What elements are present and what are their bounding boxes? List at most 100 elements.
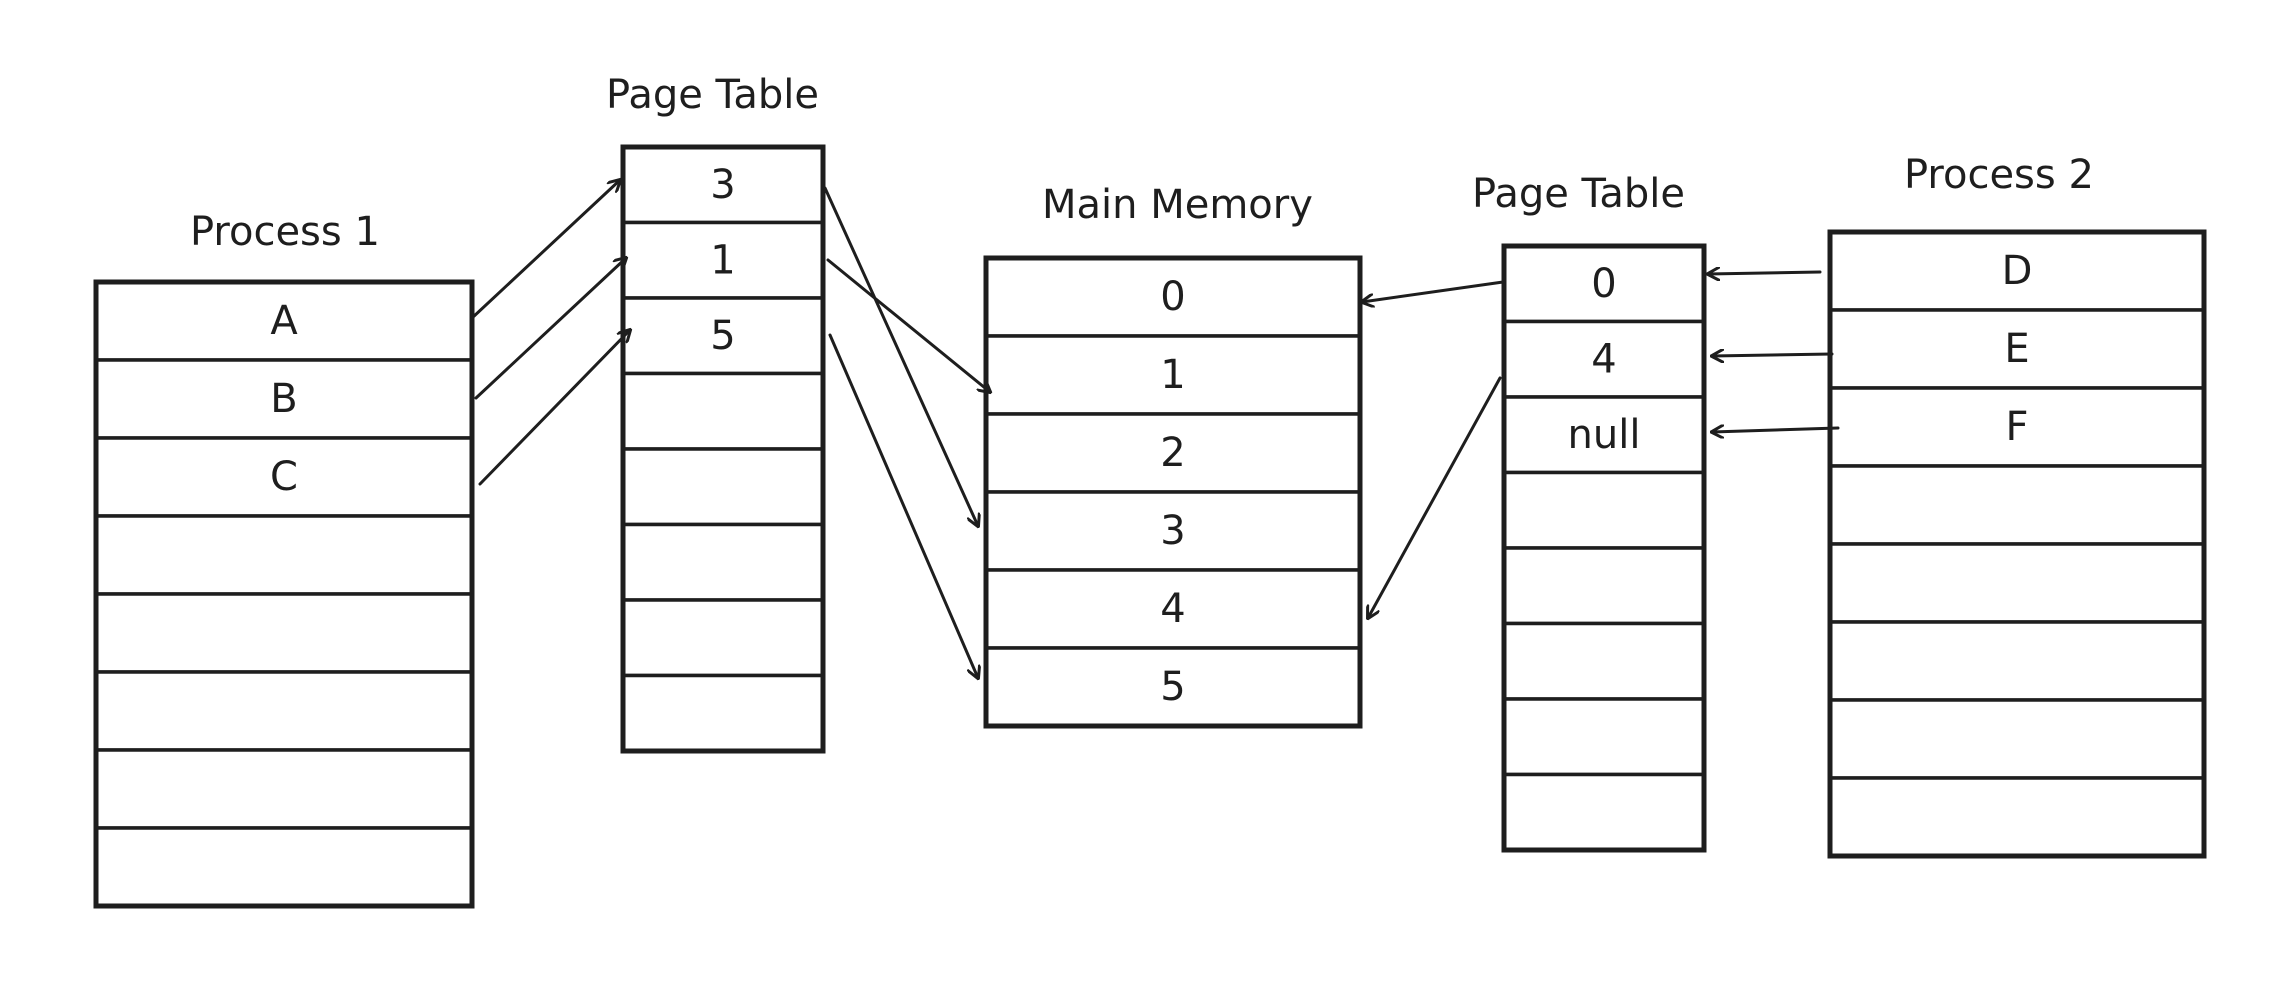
page-table1-cell-2: 5: [621, 296, 825, 376]
process2-cell-label: E: [2004, 326, 2029, 372]
memory-frame-2: 2: [984, 412, 1362, 494]
page-table2-cell-box: [1502, 470, 1706, 550]
process2-cell-2: F: [1828, 386, 2206, 468]
page-table1-cell-box: [621, 522, 825, 602]
process1-cell-1: B: [94, 358, 474, 440]
process2-cell-box: [1828, 542, 2206, 624]
process1-cell-outline: [93, 279, 475, 909]
arrow-pt1-1-to-mem-1: [826, 258, 990, 392]
page-table2-cell-2: null: [1502, 395, 1706, 475]
process2-cell-4: [1828, 542, 2206, 624]
page-table2-cell-outline: [1501, 243, 1707, 853]
process1-cell-2: C: [94, 436, 474, 518]
process1-cell-box: [94, 670, 474, 752]
page-table2-cell-0: 0: [1502, 244, 1706, 324]
memory-frame-0: 0: [984, 256, 1362, 338]
process2-cell-label: F: [2005, 404, 2028, 450]
page-table1-cell-4: [621, 447, 825, 527]
memory-frame-label: 1: [1160, 352, 1185, 398]
page-table1-cell-6: [621, 598, 825, 678]
process2-cell-box: [1828, 386, 2206, 468]
process1-cell-label: C: [270, 454, 298, 500]
process1-cell-box: [94, 592, 474, 674]
page-table2-cell-1: 4: [1502, 319, 1706, 399]
memory-frame-label: 0: [1160, 274, 1185, 320]
mapping-arrows: [470, 180, 1840, 678]
page-table1-cell-1: 1: [621, 220, 825, 300]
process2-cell-outline: [1827, 229, 2207, 859]
page-table2-cell-box: [1502, 772, 1706, 852]
process2-cell-box: [1828, 776, 2206, 858]
process1-cell-box: [94, 826, 474, 908]
page-table2-cell-3: [1502, 470, 1706, 550]
page-table2-cell-label: 4: [1591, 336, 1616, 382]
arrow-pt2-0-to-mem-0: [1362, 280, 1505, 302]
process1-cell-label: B: [270, 376, 297, 422]
process2-cell-box: [1828, 698, 2206, 780]
process1-cell-3: [94, 514, 474, 596]
page-table1-cell-5: [621, 522, 825, 602]
process1-cell-box: [94, 358, 474, 440]
memory-frame-label: 4: [1160, 586, 1185, 632]
page-table2-cell-box: [1502, 621, 1706, 701]
process2-table: DEF: [1827, 229, 2207, 859]
process2-cell-box: [1828, 620, 2206, 702]
page-table2-cell-7: [1502, 772, 1706, 852]
arrow-b-to-pt1-1: [474, 258, 626, 400]
memory-frame-outline: [983, 255, 1363, 729]
memory-frame-1: 1: [984, 334, 1362, 416]
page-table1-cell-box: [621, 371, 825, 451]
page-table1: 3 1 5: [620, 144, 826, 754]
process2-cell-6: [1828, 698, 2206, 780]
process1-cell-5: [94, 670, 474, 752]
page-table2-title: Page Table: [1472, 171, 1685, 217]
page-table2-cell-box: [1502, 319, 1706, 399]
page-table1-cell-box: [621, 598, 825, 678]
page-table2-cell-5: [1502, 621, 1706, 701]
page-table1-cell-7: [621, 673, 825, 753]
memory-frame-label: 5: [1160, 664, 1185, 710]
process1-cell-4: [94, 592, 474, 674]
process1-title: Process 1: [190, 209, 380, 255]
arrow-a-to-pt1-0: [470, 180, 620, 320]
process2-cell-label: D: [2002, 248, 2033, 294]
memory-frame-3: 3: [984, 490, 1362, 572]
page-table2-cell-4: [1502, 546, 1706, 626]
process2-cell-0: D: [1828, 230, 2206, 312]
arrow-pt1-5-to-mem-5: [828, 333, 978, 678]
process1-cell-box: [94, 514, 474, 596]
process1-cell-box: [94, 748, 474, 830]
process1-cell-7: [94, 826, 474, 908]
page-table1-cell-label: 3: [710, 162, 735, 208]
process2-cell-7: [1828, 776, 2206, 858]
page-table2-cell-label: 0: [1591, 261, 1616, 307]
process1-table: ABC: [93, 279, 475, 909]
memory-frame-box: [984, 646, 1362, 728]
page-table1-cell-box: [621, 447, 825, 527]
main-memory-title: Main Memory: [1042, 182, 1313, 228]
page-table1-cell-label: 1: [710, 237, 735, 283]
process1-cell-0: A: [94, 280, 474, 362]
memory-frame-5: 5: [984, 646, 1362, 728]
page-table2: 0 4 null: [1501, 243, 1707, 853]
process2-cell-3: [1828, 464, 2206, 546]
process2-cell-box: [1828, 464, 2206, 546]
page-table2-cell-6: [1502, 697, 1706, 777]
page-table2-cell-box: [1502, 697, 1706, 777]
memory-frame-label: 3: [1160, 508, 1185, 554]
memory-frame-box: [984, 256, 1362, 338]
page-table2-cell-label: null: [1568, 412, 1641, 458]
page-table1-cell-box: [621, 673, 825, 753]
process2-cell-1: E: [1828, 308, 2206, 390]
page-table1-cell-outline: [620, 144, 826, 754]
page-table2-cell-box: [1502, 546, 1706, 626]
page-table1-cell-0: 3: [621, 145, 825, 225]
arrow-f-to-pt2-2: [1712, 428, 1840, 432]
process1-cell-label: A: [270, 298, 298, 344]
arrow-e-to-pt2-1: [1712, 354, 1834, 356]
page-table1-cell-3: [621, 371, 825, 451]
process2-cell-5: [1828, 620, 2206, 702]
memory-frame-4: 4: [984, 568, 1362, 650]
process1-cell-6: [94, 748, 474, 830]
